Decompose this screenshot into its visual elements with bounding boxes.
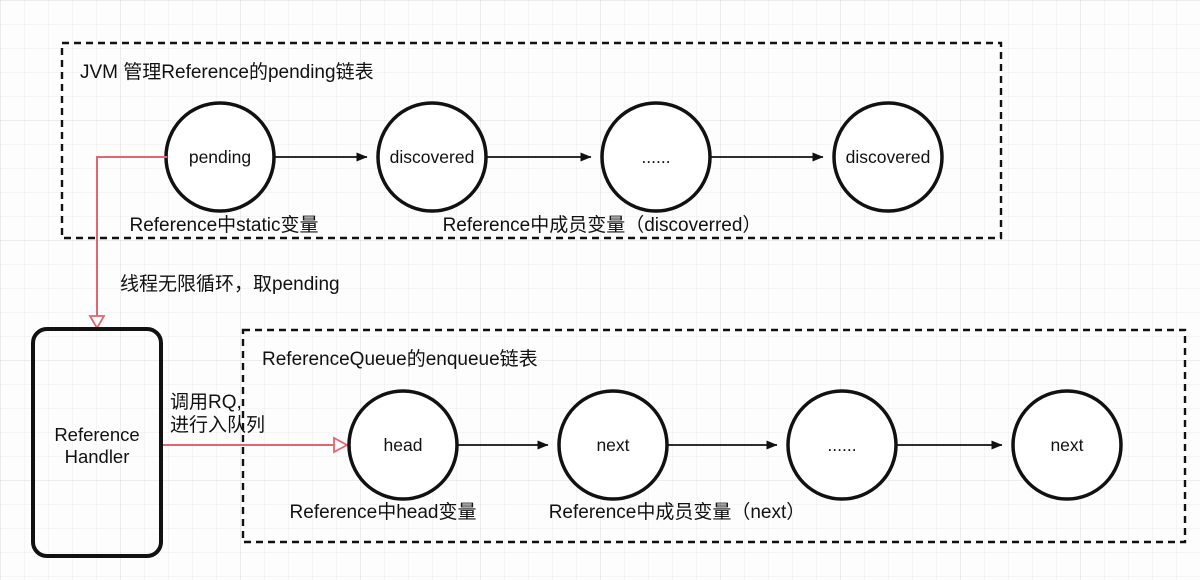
node-ellipsis-enqueue-list bbox=[786, 389, 898, 501]
handler-label-line2: Handler bbox=[65, 446, 130, 467]
node-pending-label: pending bbox=[189, 147, 251, 167]
node-ellipsis-1-label: ...... bbox=[641, 147, 670, 167]
node-next-1-label: next bbox=[596, 435, 629, 455]
node-discovered-2-label: discovered bbox=[846, 147, 931, 167]
enqueue-list-box bbox=[241, 328, 1187, 544]
enqueue-box-title: ReferenceQueue的enqueue链表 bbox=[262, 348, 538, 370]
handler-label-line1: Reference bbox=[54, 424, 139, 445]
node-ellipsis-2-label: ...... bbox=[827, 435, 856, 455]
open-arrowhead-down-icon bbox=[88, 315, 106, 330]
node-discovered-1-label: discovered bbox=[390, 147, 475, 167]
enqueue-note-line2: 进行入队列 bbox=[170, 414, 265, 436]
node-ellipsis-pending-list bbox=[600, 101, 712, 213]
node-head bbox=[347, 389, 459, 501]
member-field-caption-next: Reference中成员变量（next） bbox=[549, 501, 806, 523]
open-arrowhead-right-icon bbox=[333, 436, 349, 454]
node-next-2-label: next bbox=[1050, 435, 1083, 455]
node-next-2 bbox=[1011, 389, 1123, 501]
pending-list-box bbox=[60, 41, 1003, 240]
enqueue-note-line1: 调用RQ, bbox=[170, 391, 242, 413]
flow-line-pending-to-handler bbox=[96, 156, 167, 316]
pending-box-title: JVM 管理Reference的pending链表 bbox=[80, 61, 374, 83]
head-field-caption: Reference中head变量 bbox=[290, 501, 477, 523]
node-discovered-1 bbox=[376, 101, 488, 213]
member-field-caption-discovered: Reference中成员变量（discoverred） bbox=[443, 214, 762, 236]
reference-handler-box bbox=[31, 327, 163, 558]
static-field-caption: Reference中static变量 bbox=[129, 214, 318, 236]
node-next-1 bbox=[557, 389, 669, 501]
loop-note: 线程无限循环，取pending bbox=[120, 273, 340, 295]
node-head-label: head bbox=[384, 435, 423, 455]
node-discovered-2 bbox=[832, 101, 944, 213]
